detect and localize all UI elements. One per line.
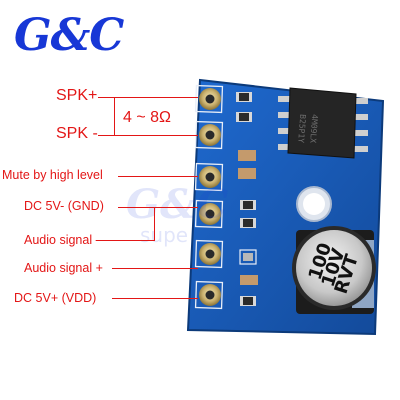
leader-line-gnd	[118, 207, 198, 208]
label-vdd: DC 5V+ (VDD)	[14, 291, 97, 305]
leader-bracket-audio	[154, 207, 155, 241]
leader-line-spk-minus	[98, 135, 198, 136]
label-gnd: DC 5V- (GND)	[24, 199, 104, 213]
label-spk-plus: SPK+	[56, 87, 98, 104]
label-audio-minus: Audio signal –	[24, 233, 103, 247]
leader-line-mute	[118, 176, 198, 177]
chip-marking-line2: B25P1Y	[296, 114, 307, 144]
leader-bracket-spk	[114, 97, 115, 136]
brand-logo: G&C	[14, 10, 124, 61]
leader-line-audio-minus	[96, 240, 154, 241]
watermark-text: supe	[140, 223, 188, 247]
pin-pads	[199, 88, 221, 306]
watermark-logo: G&C	[126, 181, 228, 228]
chip-marking-line1: 4M09LX	[308, 114, 319, 144]
amplifier-chip: 4M09LX B25P1Y	[278, 87, 368, 159]
impedance-label: 4 ~ 8Ω	[123, 109, 171, 126]
leader-line-audio-plus	[112, 268, 198, 269]
smd-components	[236, 92, 258, 306]
label-audio-plus: Audio signal +	[24, 261, 103, 275]
mounting-hole	[296, 186, 332, 222]
electrolytic-capacitor: 100 10V RVT	[292, 226, 376, 314]
label-spk-minus: SPK -	[56, 125, 98, 142]
label-mute: Mute by high level	[2, 168, 103, 182]
leader-line-spk-plus	[98, 97, 198, 98]
leader-line-vdd	[112, 298, 198, 299]
